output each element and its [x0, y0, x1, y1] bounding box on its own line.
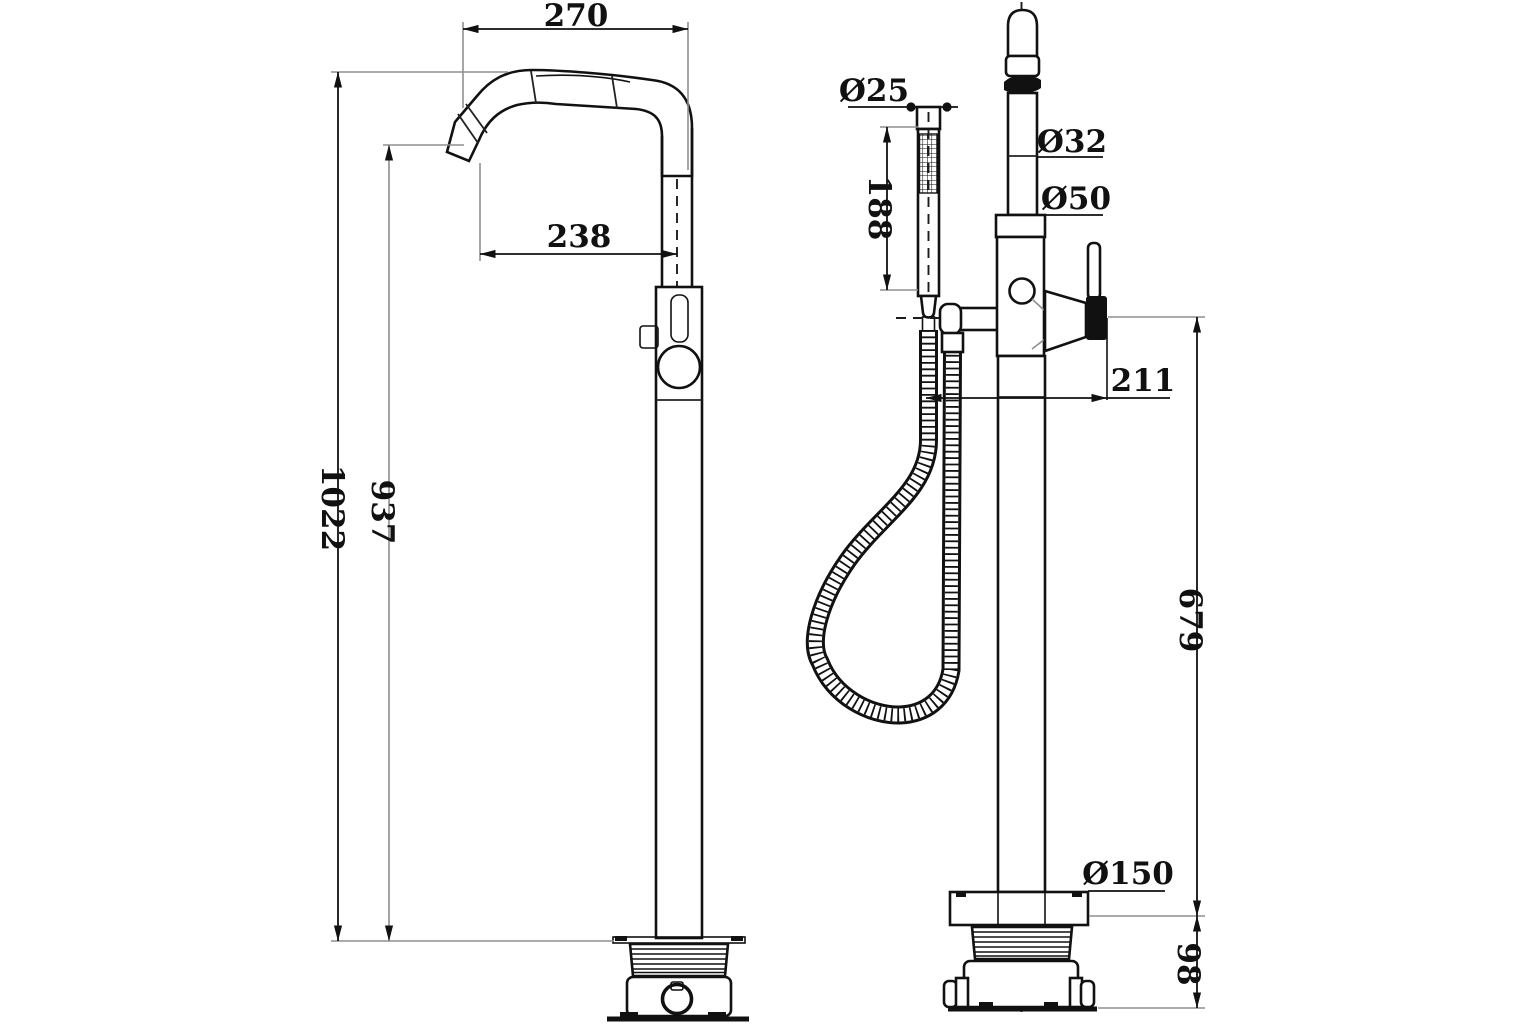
spout-height-label: 937: [364, 480, 400, 545]
spout-reach-label: 238: [547, 219, 612, 255]
front-foot-left: [620, 1012, 638, 1018]
wand-hose-nut: [921, 316, 936, 332]
side-base-plate: [948, 890, 1090, 927]
shower-hose: [805, 330, 962, 725]
dim-handshower-length: 188: [861, 126, 918, 291]
handshower-outlet: [956, 306, 1000, 332]
front-foot-right: [708, 1012, 726, 1018]
handle-offset-label: 211: [1111, 363, 1176, 399]
wand-tail: [919, 294, 938, 319]
handshower-length-label: 188: [861, 176, 897, 241]
plate-corner-mark-left: [956, 892, 966, 897]
aerator-band-line-2: [465, 103, 488, 134]
spout-sketch-line: [535, 74, 631, 83]
outlet-hose-nut: [940, 331, 965, 354]
front-view: [445, 68, 749, 1022]
front-inlet-notch: [670, 981, 684, 991]
dim-base-diameter: Ø150: [1082, 856, 1174, 892]
outlet-height-label: 679: [1172, 588, 1208, 653]
hose-core: [808, 330, 959, 722]
hand-shower: [915, 105, 942, 332]
diverter-slot: [670, 294, 689, 343]
body-top-ring: [994, 213, 1047, 239]
aerator-band-line: [457, 113, 479, 144]
side-base-housing: [962, 959, 1080, 1009]
body-diameter-label: Ø50: [1041, 181, 1111, 217]
dim-riser-diameter: Ø32: [1037, 124, 1107, 160]
dim-total-height: 1022: [314, 71, 614, 942]
dim-spout-width: 270: [462, 0, 689, 170]
spout-dome-cap: [1006, 8, 1039, 58]
spout-joint-line: [530, 70, 537, 104]
total-height-label: 1022: [314, 465, 350, 551]
valve-nut-circle: [656, 344, 702, 390]
side-button: [639, 325, 659, 349]
dim-outlet-height: 679: [1089, 316, 1208, 917]
flange-corner-mark-right: [731, 936, 743, 941]
dim-body-diameter: Ø50: [1041, 181, 1111, 217]
dim-spout-height: 937: [364, 144, 464, 942]
dim-handle-offset: 211: [925, 318, 1176, 403]
side-bolt-left-inner: [954, 976, 970, 1009]
outlet-cap-nut: [938, 302, 963, 336]
side-base-threads: [970, 925, 1074, 961]
side-bolt-right-outer: [1079, 979, 1096, 1009]
riser-diameter-label: Ø32: [1037, 124, 1107, 160]
spout-collar: [1004, 54, 1041, 78]
handle-grip: [1086, 296, 1107, 340]
front-column: [654, 285, 704, 940]
side-column: [996, 354, 1047, 894]
handle-rod: [1086, 241, 1102, 301]
spout-outline: [445, 68, 694, 178]
front-thread-lines: [631, 948, 727, 974]
side-thread-lines: [973, 931, 1071, 957]
base-diameter-label: Ø150: [1082, 856, 1174, 892]
handle-port: [1043, 289, 1088, 353]
diverter-button: [1008, 277, 1036, 305]
front-inlet-port: [660, 982, 694, 1016]
dim-handshower-diameter: Ø25: [839, 73, 958, 112]
handshower-diameter-label: Ø25: [839, 73, 909, 109]
flange-corner-mark-left: [615, 936, 627, 941]
side-view: [805, 2, 1107, 1012]
base-height-label: 98: [1170, 942, 1206, 985]
spout-joint-line-2: [611, 75, 618, 109]
dimensions: 270 238 1022 937 Ø25: [314, 0, 1208, 1009]
hose-ribs: [808, 330, 959, 722]
spout-endon-band: [1004, 74, 1041, 94]
spout-width-label: 270: [544, 0, 609, 34]
dim-spout-reach: 238: [479, 163, 678, 261]
plate-corner-mark-right: [1072, 892, 1082, 897]
side-foot-right: [1044, 1002, 1058, 1008]
lever-handle: [1043, 241, 1107, 353]
dim-base-height: 98: [1098, 915, 1206, 1009]
side-upper-tube: [1006, 91, 1039, 217]
side-valve-body: [995, 235, 1046, 358]
side-foot-left: [979, 1002, 993, 1008]
